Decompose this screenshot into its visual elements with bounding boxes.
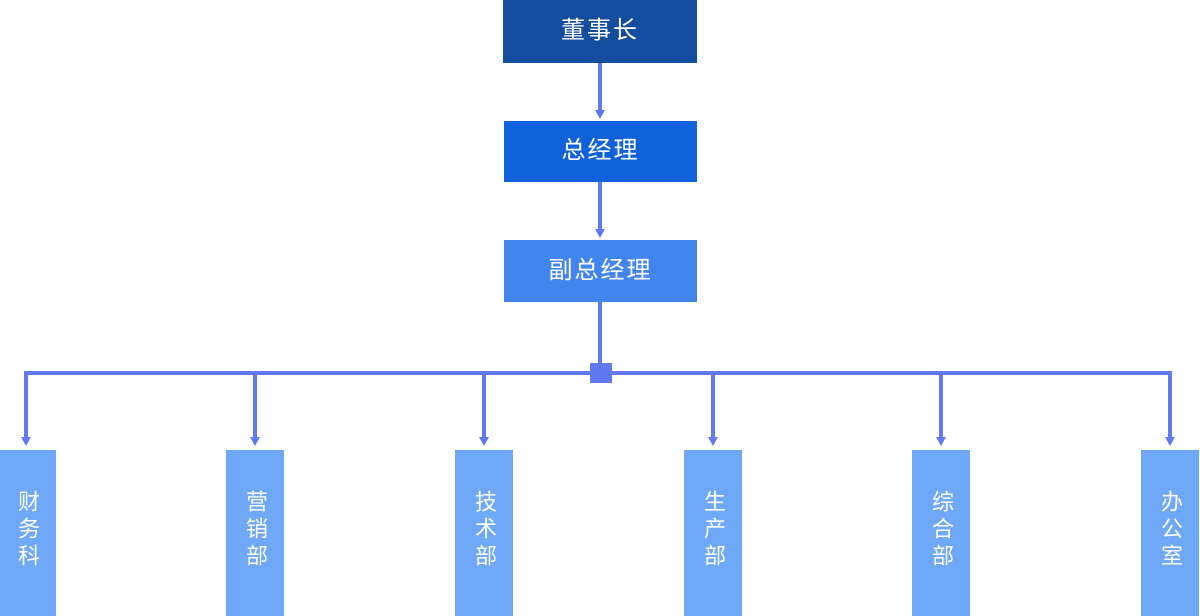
arrow-drop-production bbox=[708, 437, 718, 446]
node-chairman[interactable]: 董事长 bbox=[503, 0, 697, 63]
node-department-office-label: 办公室 bbox=[1158, 490, 1183, 571]
arrow-general-manager-to-deputy bbox=[595, 229, 605, 238]
node-department-production[interactable]: 生产部 bbox=[684, 450, 742, 616]
node-chairman-label: 董事长 bbox=[561, 17, 639, 45]
node-department-marketing[interactable]: 营销部 bbox=[226, 450, 284, 616]
node-deputy-general-manager[interactable]: 副总经理 bbox=[504, 240, 697, 302]
connector-drop-finance bbox=[24, 371, 28, 439]
node-department-finance-label: 财务科 bbox=[15, 490, 40, 571]
arrow-chairman-to-general-manager bbox=[595, 110, 605, 119]
node-department-finance[interactable]: 财务科 bbox=[0, 450, 56, 616]
node-department-general-affairs[interactable]: 综合部 bbox=[912, 450, 970, 616]
node-general-manager-label: 总经理 bbox=[561, 137, 640, 165]
arrow-drop-general-affairs bbox=[936, 437, 946, 446]
node-department-general-affairs-label: 综合部 bbox=[929, 490, 954, 571]
connector-deputy-to-bus bbox=[598, 302, 602, 368]
node-department-technology-label: 技术部 bbox=[472, 490, 497, 571]
connector-drop-general-affairs bbox=[939, 371, 943, 439]
arrow-drop-finance bbox=[21, 437, 31, 446]
bus-junction-node bbox=[590, 363, 612, 383]
node-department-technology[interactable]: 技术部 bbox=[455, 450, 513, 616]
arrow-drop-technology bbox=[479, 437, 489, 446]
node-deputy-general-manager-label: 副总经理 bbox=[548, 256, 653, 284]
connector-drop-marketing bbox=[253, 371, 257, 439]
connector-chairman-to-general-manager bbox=[598, 63, 602, 113]
node-general-manager[interactable]: 总经理 bbox=[504, 121, 697, 182]
arrow-drop-office bbox=[1165, 437, 1175, 446]
connector-drop-technology bbox=[482, 371, 486, 439]
connector-general-manager-to-deputy bbox=[598, 182, 602, 232]
node-department-production-label: 生产部 bbox=[701, 490, 726, 571]
connector-drop-office bbox=[1168, 371, 1172, 439]
node-department-office[interactable]: 办公室 bbox=[1141, 450, 1199, 616]
arrow-drop-marketing bbox=[250, 437, 260, 446]
node-department-marketing-label: 营销部 bbox=[243, 490, 268, 571]
connector-drop-production bbox=[711, 371, 715, 439]
